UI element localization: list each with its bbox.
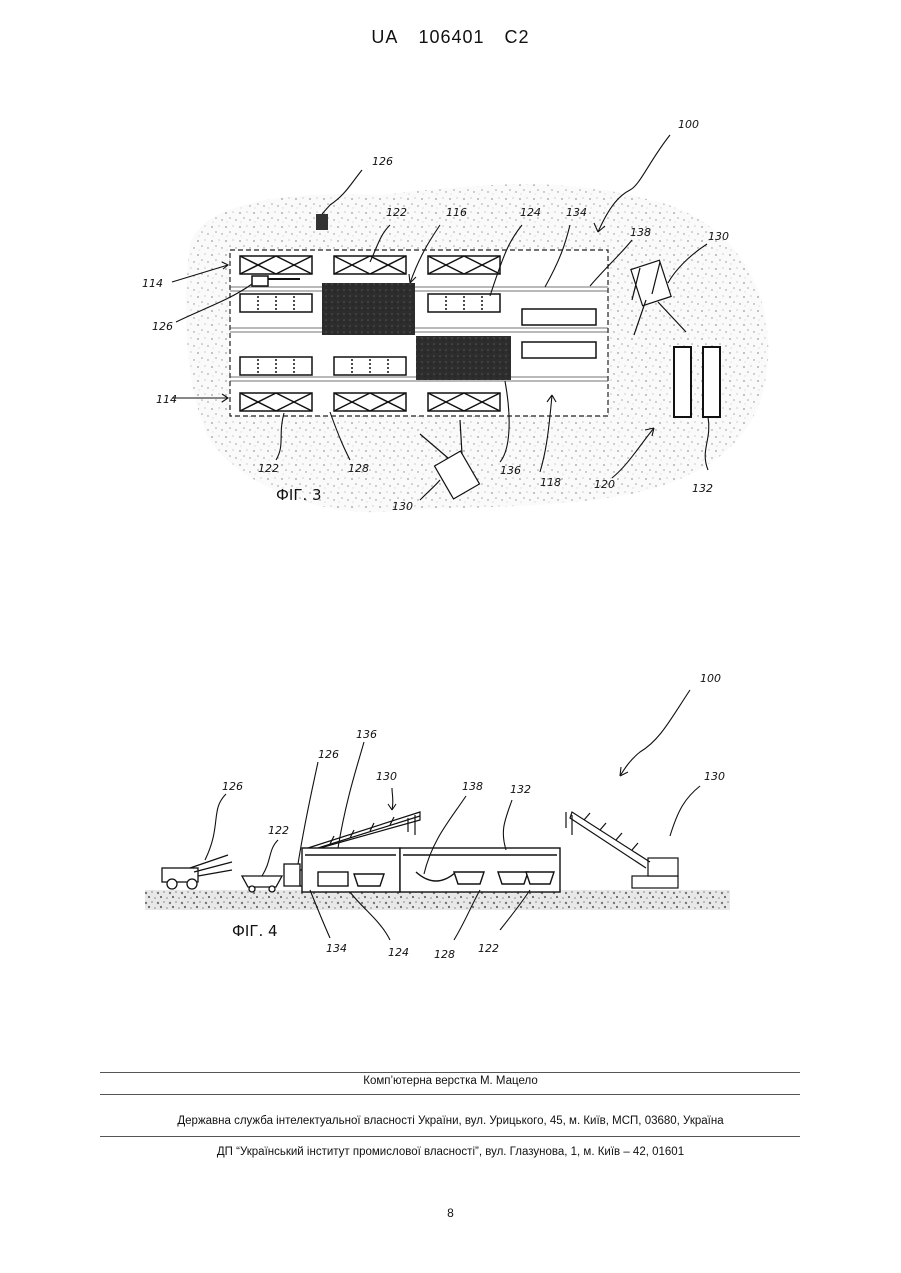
ground: [145, 890, 730, 910]
ref-116: 116: [446, 206, 467, 219]
ref-100: 100: [700, 672, 721, 685]
ref-130: 130: [704, 770, 725, 783]
ref-136: 136: [500, 464, 521, 477]
ref-122: 122: [386, 206, 407, 219]
ref-128: 128: [348, 462, 369, 475]
layout-credit: Комп’ютерна верстка М. Мацело: [0, 1075, 901, 1087]
ref-124: 124: [388, 946, 409, 959]
footer-divider-middle: [100, 1094, 800, 1095]
patent-office-address: Державна служба інтелектуальної власност…: [0, 1115, 901, 1127]
loader-126-left: [252, 276, 268, 286]
work-zone-136: [416, 336, 511, 380]
ref-126: 126: [372, 155, 393, 168]
ref-122: 122: [478, 942, 499, 955]
hall-left: [302, 848, 400, 892]
container-132-b: [703, 347, 720, 417]
ref-128: 128: [434, 948, 455, 961]
ref-118: 118: [540, 476, 561, 489]
publisher-address: ДП “Український інститут промислової вла…: [0, 1146, 901, 1158]
figure-3-drawing: 100 126 122 116 124 134 138 130 114 126 …: [0, 0, 901, 560]
ref-100: 100: [678, 118, 699, 131]
hall-right: [400, 848, 560, 892]
ref-124: 124: [520, 206, 541, 219]
ref-120: 120: [594, 478, 615, 491]
ref-134: 134: [566, 206, 587, 219]
bridge-crane-130: [308, 812, 420, 848]
ref-122: 122: [258, 462, 279, 475]
ref-136: 136: [356, 728, 377, 741]
figure-4: 100 126 126 136 130 138 132 130 122 134 …: [0, 650, 901, 980]
ref-138: 138: [630, 226, 651, 239]
wagons-row-4: [240, 393, 500, 411]
ref-130: 130: [376, 770, 397, 783]
ref-114: 114: [142, 277, 163, 290]
ref-126: 126: [222, 780, 243, 793]
page-number: 8: [0, 1206, 901, 1220]
work-zone-116: [322, 283, 415, 335]
ref-138: 138: [462, 780, 483, 793]
figure-4-drawing: 100 126 126 136 130 138 132 130 122 134 …: [0, 650, 901, 980]
ref-122: 122: [268, 824, 289, 837]
ref-134: 134: [326, 942, 347, 955]
ref-126: 126: [152, 320, 173, 333]
ref-130: 130: [708, 230, 729, 243]
ref-130: 130: [392, 500, 413, 513]
wagon-122-left: [242, 876, 282, 892]
ref-132: 132: [692, 482, 713, 495]
figure-3: 100 126 122 116 124 134 138 130 114 126 …: [0, 0, 901, 560]
figure-4-caption: ФІГ. 4: [232, 922, 278, 940]
wagons-row-1: [240, 256, 500, 274]
figure-3-caption: ФІГ. 3: [276, 486, 322, 504]
loader-126: [162, 855, 232, 889]
ref-126: 126: [318, 748, 339, 761]
footer-divider-bottom: [100, 1136, 800, 1137]
mobile-crane-130: [566, 812, 678, 888]
footer-divider-top: [100, 1072, 800, 1073]
loader-126-top: [316, 214, 328, 230]
ref-132: 132: [510, 783, 531, 796]
container-132-a: [674, 347, 691, 417]
ref-114: 114: [156, 393, 177, 406]
